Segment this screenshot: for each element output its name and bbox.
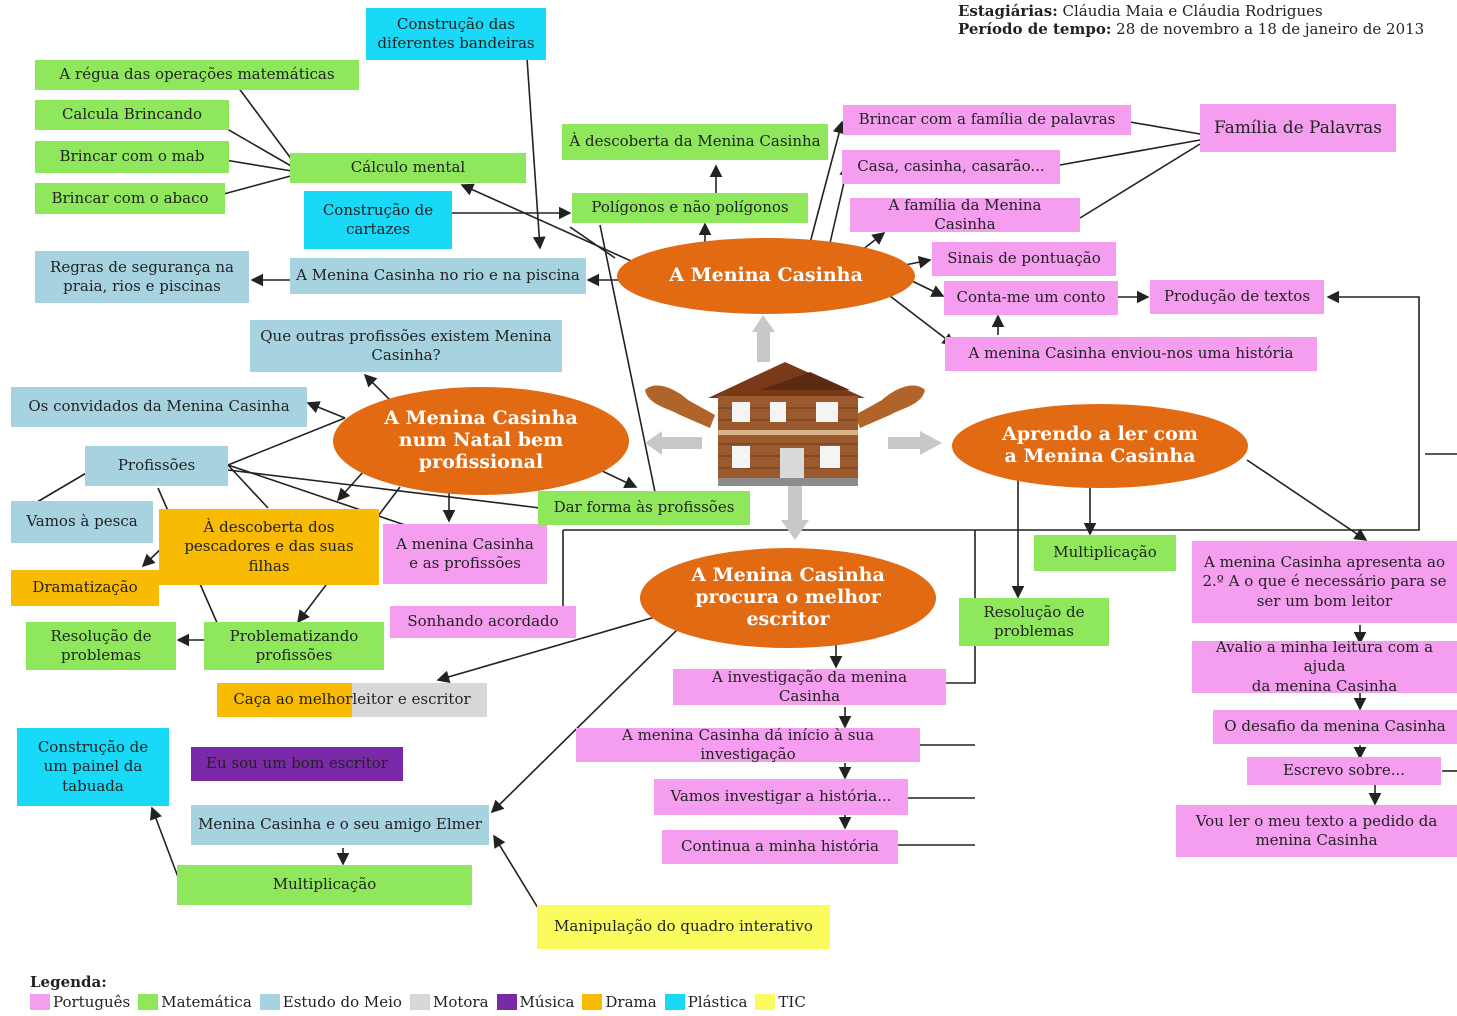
legend-item: Drama	[582, 993, 657, 1011]
legend-items: Português Matemática Estudo do Meio Motora M…	[30, 993, 814, 1011]
house-image	[645, 362, 925, 486]
box-vamos-pesca: Vamos à pesca	[11, 501, 153, 543]
period-label: Período de tempo:	[958, 20, 1112, 38]
box-quadro-interativo: Manipulação do quadro interativo	[537, 905, 830, 949]
box-casa-casinha: Casa, casinha, casarão...	[842, 150, 1060, 184]
legend-label: Motora	[432, 993, 489, 1011]
box-bandeiras: Construção das diferentes bandeiras	[366, 8, 546, 60]
legend-label: Estudo do Meio	[282, 993, 402, 1011]
oval-natal-profissional: A Menina Casinha num Natal bem profissio…	[333, 387, 629, 495]
box-apresenta-leitor: A menina Casinha apresenta ao 2.º A o qu…	[1192, 541, 1457, 623]
box-investigacao: A investigação da menina Casinha	[673, 668, 946, 705]
box-cartazes: Construção de cartazes	[304, 191, 452, 249]
box-resolucao-problemas-left: Resolução de problemas	[26, 622, 176, 670]
box-multiplicacao-right: Multiplicação	[1034, 535, 1176, 571]
box-avalio-leitura: Avalio a minha leitura com a ajuda da me…	[1192, 638, 1457, 695]
legend-swatch	[138, 994, 159, 1010]
box-dar-forma: Dar forma às profissões	[538, 491, 750, 525]
legend-swatch	[755, 994, 776, 1010]
box-escrevo-sobre: Escrevo sobre...	[1247, 757, 1441, 785]
box-continua-historia: Continua a minha história	[662, 830, 898, 864]
legend-item: Português	[30, 993, 130, 1011]
box-pescadores: À descoberta dos pescadores e das suas f…	[159, 509, 379, 585]
box-calcula-brincando: Calcula Brincando	[35, 100, 229, 130]
trainees-label: Estagiárias:	[958, 2, 1058, 20]
box-bom-escritor: Eu sou um bom escritor	[191, 747, 403, 781]
legend-swatch	[409, 994, 430, 1010]
oval-aprendo-ler: Aprendo a ler com a Menina Casinha	[952, 404, 1248, 488]
legend-label: Português	[53, 993, 131, 1011]
box-descoberta-menina: À descoberta da Menina Casinha	[562, 124, 828, 160]
box-familia-menina: A família da Menina Casinha	[850, 196, 1080, 233]
box-caca-melhor: Caça ao melhor leitor e escritor	[217, 683, 487, 717]
legend-item: Motora	[409, 993, 489, 1011]
legend-item: TIC	[755, 993, 806, 1011]
legend-swatch	[259, 994, 280, 1010]
box-historia-enviou: A menina Casinha enviou-nos uma história	[945, 337, 1317, 371]
box-familia-palavras: Família de Palavras	[1200, 104, 1396, 152]
caca-part-motora: leitor e escritor	[352, 690, 471, 709]
legend-label: Matemática	[161, 993, 252, 1011]
box-multiplicacao-left: Multiplicação	[177, 865, 472, 905]
box-investigar-historia: Vamos investigar a história...	[654, 779, 908, 815]
box-producao-textos: Produção de textos	[1150, 280, 1324, 314]
box-dramatizacao: Dramatização	[11, 570, 159, 606]
box-problematizando: Problematizando profissões	[204, 622, 384, 670]
header: Estagiárias: Cláudia Maia e Cláudia Rodr…	[958, 2, 1424, 38]
legend-swatch	[30, 994, 50, 1010]
box-conta-me-conto: Conta-me um conto	[944, 281, 1118, 315]
legend-swatch	[664, 994, 685, 1010]
box-rio-piscina: A Menina Casinha no rio e na piscina	[290, 258, 586, 294]
trainees-value: Cláudia Maia e Cláudia Rodrigues	[1062, 2, 1323, 20]
box-inicio-investigacao: A menina Casinha dá início à sua investi…	[576, 726, 920, 763]
box-profissoes: Profissões	[85, 446, 228, 486]
box-brincar-familia-palavras: Brincar com a família de palavras	[843, 105, 1131, 135]
legend-label: TIC	[778, 993, 806, 1011]
legend-item: Plástica	[664, 993, 748, 1011]
box-elmer: Menina Casinha e o seu amigo Elmer	[191, 805, 489, 845]
box-menina-profissoes: A menina Casinha e as profissões	[383, 524, 547, 584]
legend-label: Plástica	[687, 993, 748, 1011]
box-calculo-mental: Cálculo mental	[290, 153, 526, 183]
box-convidados: Os convidados da Menina Casinha	[11, 387, 307, 427]
legend-item: Matemática	[138, 993, 252, 1011]
legend-swatch	[496, 994, 517, 1010]
box-regras-seguranca: Regras de segurança na praia, rios e pis…	[35, 251, 249, 303]
legend-label: Música	[519, 993, 575, 1011]
box-sinais-pontuacao: Sinais de pontuação	[932, 242, 1116, 276]
box-poligonos: Polígonos e não polígonos	[572, 193, 808, 223]
oval-menina-casinha: A Menina Casinha	[617, 238, 915, 314]
box-vou-ler: Vou ler o meu texto a pedido da menina C…	[1176, 805, 1457, 857]
box-sonhando-acordado: Sonhando acordado	[390, 606, 576, 638]
box-resolucao-problemas-mid: Resolução de problemas	[959, 598, 1109, 646]
legend: Legenda: Português Matemática Estudo do Me…	[30, 973, 814, 1011]
box-outras-profissoes: Que outras profissões existem Menina Cas…	[250, 320, 562, 372]
box-mab: Brincar com o mab	[35, 141, 229, 173]
oval-melhor-escritor: A Menina Casinha procura o melhor escrit…	[640, 548, 936, 648]
box-regua: A régua das operações matemáticas	[35, 60, 359, 90]
legend-title: Legenda:	[30, 973, 107, 991]
box-painel-tabuada: Construção de um painel da tabuada	[17, 728, 169, 806]
legend-label: Drama	[605, 993, 657, 1011]
legend-item: Estudo do Meio	[259, 993, 402, 1011]
legend-swatch	[582, 994, 603, 1010]
period-value: 28 de novembro a 18 de janeiro de 2013	[1116, 20, 1425, 38]
caca-part-drama: Caça ao melhor	[233, 690, 353, 709]
box-desafio: O desafio da menina Casinha	[1213, 710, 1457, 744]
legend-item: Música	[496, 993, 575, 1011]
box-abaco: Brincar com o abaco	[35, 183, 225, 214]
